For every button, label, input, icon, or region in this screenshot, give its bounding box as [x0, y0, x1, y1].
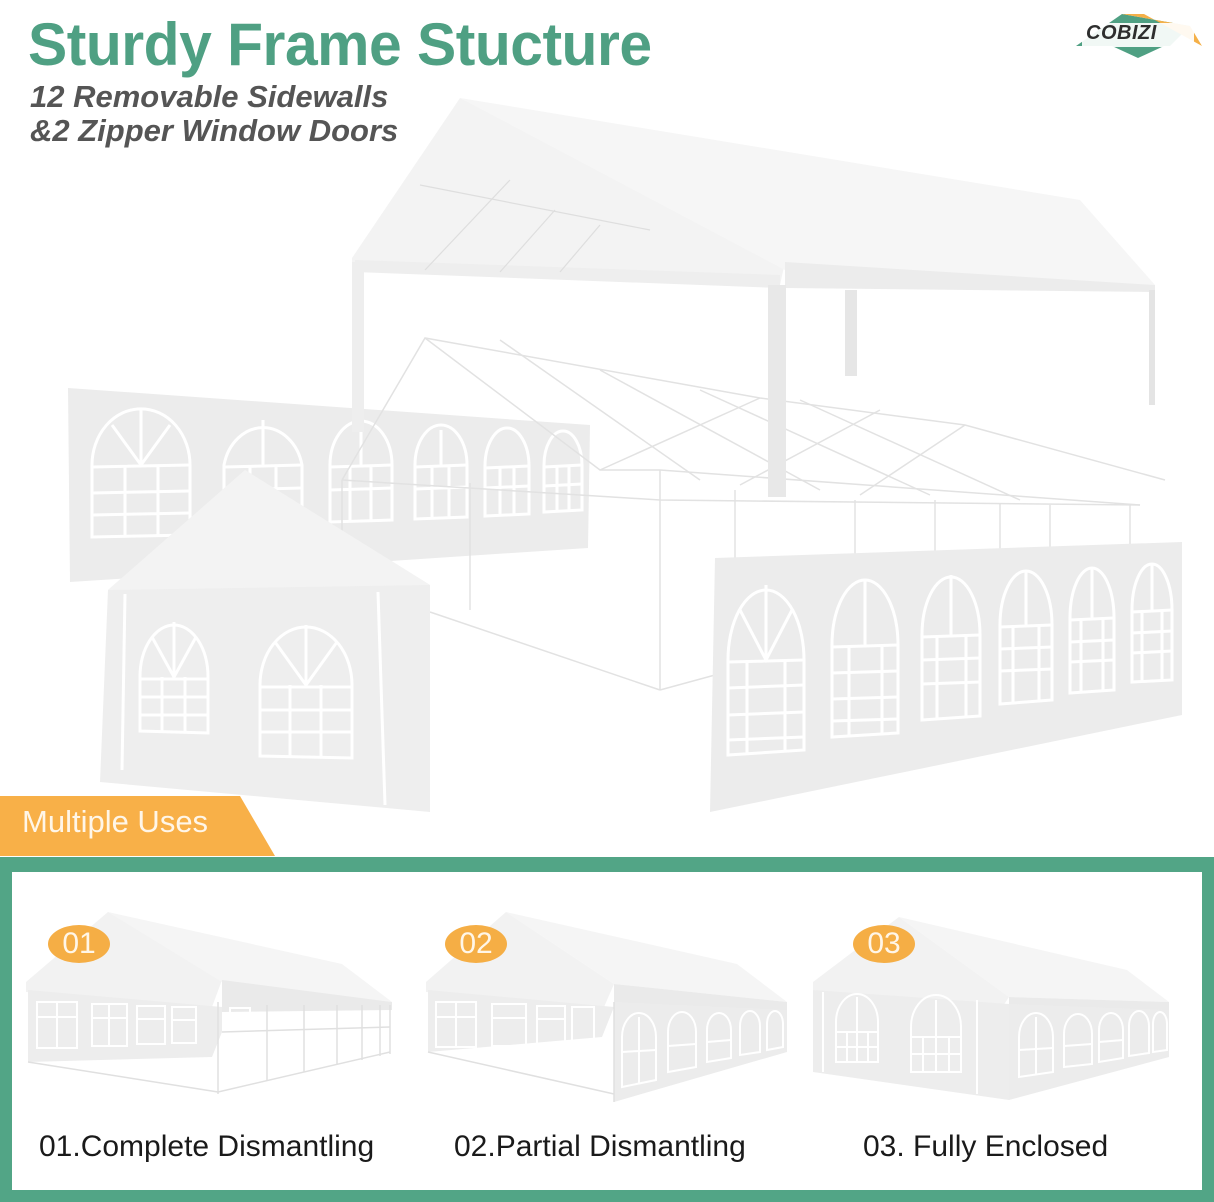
- subtitle-line-1: 12 Removable Sidewalls: [30, 79, 389, 114]
- uses-frame: 01 01.Complete Dismantling: [0, 857, 1214, 1202]
- roof-canopy: [352, 98, 1155, 497]
- front-gable-wall: [100, 470, 430, 812]
- tent-roof-logo-icon: [1076, 14, 1202, 58]
- use-card-complete-dismantling: 01 01.Complete Dismantling: [12, 872, 407, 1190]
- page-title: Sturdy Frame Stucture: [28, 11, 652, 78]
- tent-fully-enclosed-illustration: [813, 917, 1169, 1100]
- exploded-tent-illustration: [68, 98, 1182, 812]
- caption-partial-dismantling: 02.Partial Dismantling: [454, 1130, 746, 1163]
- logo-text: COBIZI: [1086, 22, 1157, 44]
- step-badge-01: 01: [48, 925, 110, 963]
- subtitle-line-2: &2 Zipper Window Doors: [30, 113, 399, 148]
- uses-panel: 01 01.Complete Dismantling: [12, 872, 1202, 1190]
- caption-fully-enclosed: 03. Fully Enclosed: [863, 1130, 1109, 1163]
- step-badge-03: 03: [853, 925, 915, 963]
- multiple-uses-banner: Multiple Uses: [0, 796, 275, 856]
- step-badge-02: 02: [445, 925, 507, 963]
- brand-logo: COBIZI: [1072, 8, 1208, 58]
- caption-complete-dismantling: 01.Complete Dismantling: [39, 1130, 375, 1163]
- subtitle: 12 Removable Sidewalls &2 Zipper Window …: [30, 80, 398, 148]
- steel-frame: [341, 337, 1166, 691]
- use-card-partial-dismantling: 02 02.Partial Dismantling: [422, 872, 807, 1190]
- banner-shape: [0, 796, 275, 856]
- tent-open-sides-illustration: [26, 912, 392, 1094]
- use-card-fully-enclosed: 03 03. Fully Enclosed: [809, 872, 1202, 1190]
- tent-partial-walls-illustration: [426, 912, 787, 1102]
- right-sidewall: [710, 542, 1182, 812]
- multiple-uses-label: Multiple Uses: [22, 804, 209, 839]
